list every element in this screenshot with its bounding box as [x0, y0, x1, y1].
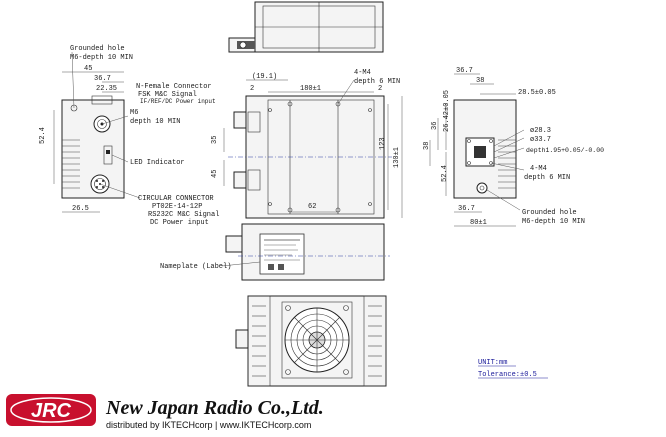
label-m6: M6 [130, 109, 138, 117]
footer: JRC New Japan Radio Co.,Ltd. distributed… [0, 390, 666, 432]
dim-main-35: 35 [211, 136, 219, 144]
label-4-m4-top: 4-M4 [354, 69, 371, 77]
label-grounded-hole-side: Grounded hole [522, 209, 577, 217]
dim-top-2-left: 2 [250, 85, 254, 93]
dim-top-19-1: (19.1) [252, 73, 277, 81]
side-fins [498, 139, 516, 189]
label-4-m4-top-depth: depth 6 MIN [354, 78, 400, 86]
dim-side-28-3: ø28.3 [530, 127, 551, 135]
dim-side-26-42: 26.42±0.05 [443, 90, 451, 132]
jrc-logo-text: JRC [31, 400, 72, 422]
label-4-m4-side: 4-M4 [530, 165, 547, 173]
dim-main-62: 62 [308, 203, 316, 211]
dim-side-36: 36 [431, 122, 439, 130]
dim-front-52-4: 52.4 [39, 127, 47, 144]
dim-main-45: 45 [211, 170, 219, 178]
label-dc-power-input: DC Power input [150, 219, 209, 227]
dim-main-130: 130±1 [393, 147, 401, 168]
label-grounded-hole: Grounded hole [70, 45, 125, 53]
company-name: New Japan Radio Co.,Ltd. [105, 397, 324, 419]
dim-top-180: 180±1 [300, 85, 321, 93]
jrc-logo: JRC [6, 394, 96, 426]
label-led-indicator: LED Indicator [130, 159, 185, 167]
dim-front-36-7: 36.7 [94, 75, 111, 83]
dim-front-22-35: 22.35 [96, 85, 117, 93]
label-circular-connector: CIRCULAR CONNECTOR [138, 195, 214, 203]
label-n-female-connector: N-Female Connector [136, 83, 212, 91]
front-view: 45 36.7 22.35 52.4 26.5 [39, 51, 141, 213]
label-circular-connector-part: PT02E-14-12P [152, 203, 202, 211]
label-rs232c: RS232C M&C Signal [148, 211, 219, 219]
dim-side-28-5: 28.5±0.05 [518, 89, 556, 97]
rear-fan-view [235, 295, 387, 387]
dim-side-38-v: 38 [423, 142, 431, 150]
label-grounded-hole-side-spec: M6-depth 10 MIN [522, 218, 585, 226]
label-4-m4-side-depth: depth 6 MIN [524, 174, 570, 182]
label-m6-depth: depth 10 MIN [130, 118, 180, 126]
dim-front-45: 45 [84, 65, 92, 73]
front-fins [62, 139, 80, 189]
top-view [228, 1, 384, 53]
dim-side-52-4: 52.4 [441, 165, 449, 182]
dim-side-36-7-bottom: 36.7 [458, 205, 475, 213]
label-fsk-signal: FSK M&C Signal [138, 91, 197, 99]
dim-front-26-5: 26.5 [72, 205, 89, 213]
dim-side-36-7-top: 36.7 [456, 67, 473, 75]
dim-top-2-right: 2 [378, 85, 382, 93]
side-view: 36.7 38 28.5±0.05 26.42±0.05 36 38 52.4 … [423, 67, 556, 227]
distributor-line: distributed by IKTECHcorp | www.IKTECHco… [106, 420, 311, 430]
dim-side-depth: depth1.95+0.05/-0.00 [526, 147, 604, 154]
dim-side-38: 38 [476, 77, 484, 85]
jrc-logo-badge [6, 394, 96, 426]
dim-main-123: 123 [379, 137, 387, 150]
dim-side-80: 80±1 [470, 219, 487, 227]
main-view: (19.1) 180±1 2 2 35 45 123 130±1 62 [211, 73, 403, 219]
label-nameplate: Nameplate (Label) [160, 263, 231, 271]
label-view [221, 223, 390, 281]
label-if-ref-dc: IF/REF/DC Power input [140, 98, 216, 105]
unit-note: UNIT:mm [478, 359, 507, 367]
tolerance-note: Tolerance:±0.5 [478, 371, 537, 379]
label-grounded-hole-spec: M6-depth 10 MIN [70, 54, 133, 62]
dim-side-33-7: ø33.7 [530, 136, 551, 144]
